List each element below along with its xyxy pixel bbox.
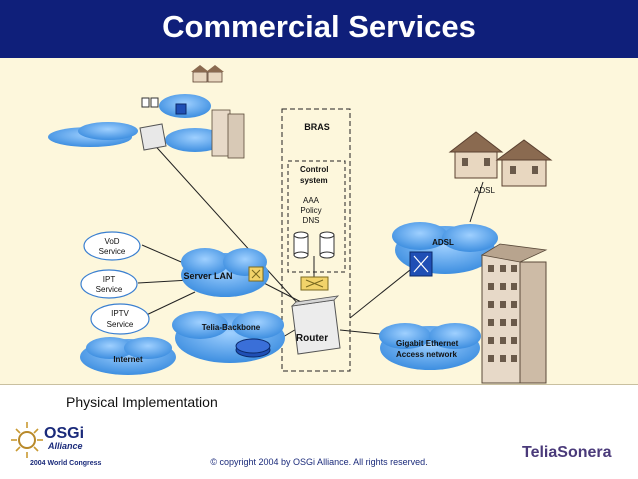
database-icon-2 (319, 231, 335, 259)
internet-label: Internet (113, 355, 143, 364)
router-icon (290, 295, 341, 355)
ipt-label-2: Service (96, 285, 123, 294)
control-system-box (287, 160, 346, 273)
link-router-adsl (349, 261, 421, 319)
iptv-label-1: IPTV (111, 309, 129, 318)
adsl-cloud-label: ADSL (432, 238, 454, 247)
network-diagram: BRAS Control system AAA Policy DNS Route… (48, 65, 553, 384)
vod-service-node (83, 231, 141, 261)
server-box-icon (139, 123, 167, 151)
bras-box (281, 108, 351, 372)
osgi-sun-icon (11, 422, 43, 458)
link-iptv (139, 291, 196, 319)
cloud-top-left (48, 122, 138, 147)
apartment-top-icon (211, 109, 245, 159)
house-right-2-icon (495, 139, 553, 187)
gigabit-cloud (379, 323, 481, 370)
osgi-logo-text: OSGi (44, 425, 84, 442)
link-ipt (137, 279, 191, 284)
iptv-service-node (90, 303, 150, 335)
osgi-alliance-text: Alliance (47, 441, 83, 451)
database-icon-1 (293, 231, 309, 259)
vod-label-1: VoD (104, 237, 119, 246)
adsl-cloud (392, 222, 498, 274)
server-lan-label: Server LAN (183, 271, 232, 281)
control-label-1: Control (300, 165, 328, 174)
phone-icon (141, 97, 159, 108)
telia-backbone-cloud (172, 311, 285, 363)
osgi-congress-text: 2004 World Congress (30, 460, 102, 467)
footer-divider (0, 384, 638, 385)
bras-switch-icon (300, 276, 329, 291)
ipt-label-1: IPT (103, 275, 116, 284)
osgi-logo: OSGi Alliance 2004 World Congress (11, 422, 102, 467)
link-top-to-router (149, 139, 301, 307)
ipt-service-node (80, 269, 138, 299)
teliasonera-logo-text: TeliaSonera (522, 444, 612, 461)
internet-cloud (80, 337, 176, 375)
caption: Physical Implementation (66, 394, 218, 410)
telia-backbone-label: Telia-Backbone (202, 323, 261, 332)
apartment-building-icon (480, 243, 548, 384)
vod-label-2: Service (99, 247, 126, 256)
gigabit-label-2: Access network (396, 350, 457, 359)
teliasonera-logo: TeliaSonera (522, 444, 612, 461)
adsl-top-label: ADSL (474, 186, 495, 195)
policy-label: Policy (300, 206, 321, 215)
aaa-label: AAA (303, 196, 320, 205)
gigabit-label-1: Gigabit Ethernet (396, 339, 459, 348)
control-label-2: system (300, 176, 328, 185)
copyright-text: © copyright 2004 by OSGi Alliance. All r… (210, 457, 428, 467)
server-lan-cloud (181, 248, 269, 297)
backbone-router-icon (235, 338, 271, 358)
house-top-icon (191, 65, 224, 83)
bras-label: BRAS (304, 122, 330, 132)
iptv-label-2: Service (107, 320, 134, 329)
link-adsl-house (469, 181, 484, 223)
link-serverlan-router (257, 279, 304, 304)
page-title: Commercial Services (162, 9, 476, 44)
dns-label: DNS (303, 216, 320, 225)
diagram-area: BRAS Control system AAA Policy DNS Route… (0, 58, 638, 384)
title-bar (0, 0, 638, 58)
adsl-switch-icon (409, 251, 433, 277)
house-right-1-icon (448, 131, 504, 179)
router-label: Router (296, 333, 328, 344)
server-lan-switch-icon (248, 266, 264, 282)
switch-small-icon (175, 103, 187, 115)
